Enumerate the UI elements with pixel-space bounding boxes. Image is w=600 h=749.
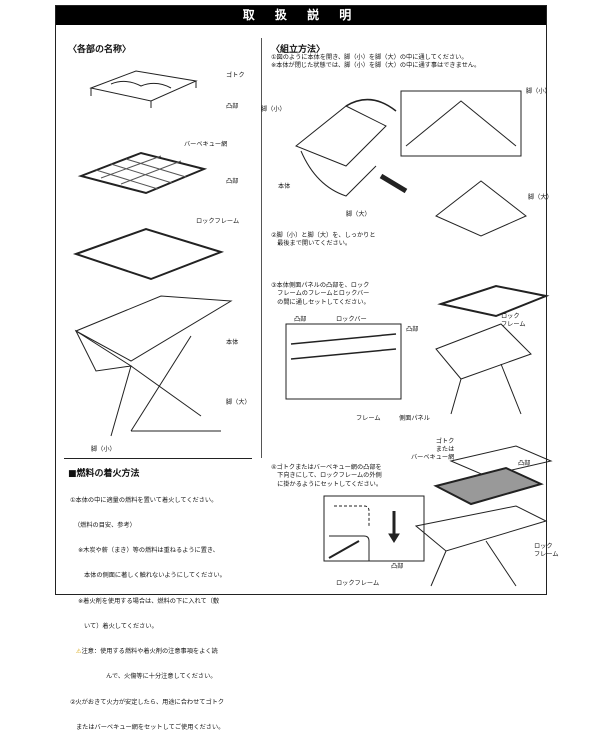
fuel-line: 注意：使用する燃料や着火剤の注意事項をよく読: [81, 648, 218, 656]
step4-detail-illustration: [323, 495, 425, 562]
fuel-line: んで、火傷等に十分注意してください。: [106, 673, 217, 681]
step3-label-tobu-2: 凸部: [406, 326, 419, 333]
label-gotoku: ゴトク: [226, 72, 245, 79]
fuel-line: 本体の側面に著しく触れないようにしてください。: [84, 572, 226, 580]
label-body: 本体: [226, 339, 239, 346]
lock-frame-illustration: [72, 227, 225, 281]
fuel-line: またはバーベキュー網をセットしてご使用ください。: [76, 723, 225, 731]
page-title: 取 扱 説 明: [56, 6, 546, 25]
step1-label-leg-large: 脚（大）: [346, 211, 371, 218]
gotoku-illustration: [89, 70, 198, 108]
step1-text: ①図のように本体を開き、脚（小）を脚（大）の中に通してください。 ※本体が閉じた…: [271, 54, 481, 70]
fuel-instructions: ①本体の中に適量の燃料を置いて着火してください。 （燃料の目安、参考） ※木炭や…: [70, 480, 226, 749]
label-tobu: 凸部: [226, 103, 239, 110]
step4-illustration: [414, 445, 553, 587]
body-illustration: [74, 295, 233, 437]
fuel-line: （燃料の目安、参考）: [74, 522, 136, 530]
manual-page: 取 扱 説 明 〈各部の名称〉 ゴトク 凸部 バーベキュー網 凸部 ロックフレー…: [55, 5, 559, 731]
fuel-line: ※着火剤を使用する場合は、燃料の下に入れて（敷: [78, 597, 220, 605]
step4-text: ④ゴトクまたはバーベキュー網の凸部を 下向きにして、ロックフレームの外側 に掛か…: [271, 464, 383, 488]
step4-label-tobu: 凸部: [518, 460, 531, 467]
label-bbq-net: バーベキュー網: [184, 141, 228, 148]
step3-label-lock-frame: ロック フレーム: [501, 313, 526, 328]
step3-label-side-panel: 側面パネル: [399, 415, 430, 422]
step3-text: ③本体側面パネルの凸部を、ロック フレームのフレームとロックバー の間に通しセッ…: [271, 282, 370, 306]
parts-heading: 〈各部の名称〉: [68, 45, 132, 55]
step4-label-gotoku-or-net: ゴトク または バーベキュー網: [411, 438, 455, 461]
assembly-heading: 〈組立方法〉: [271, 45, 326, 55]
step4-label-lock-frame: ロック フレーム: [534, 543, 559, 558]
label-leg-small: 脚（小）: [91, 446, 116, 453]
step3-illustration: [285, 284, 550, 415]
section-divider: [64, 458, 252, 459]
column-divider: [261, 38, 262, 458]
step1-label-body: 本体: [278, 183, 291, 190]
fuel-line: いて）着火してください。: [84, 622, 158, 630]
step3-label-lock-bar: ロックバー: [336, 316, 367, 323]
label-tobu-2: 凸部: [226, 178, 239, 185]
label-leg-large: 脚（大）: [226, 399, 251, 406]
fuel-line: ②火がおきて火力が安定したら、用途に合わせてゴトク: [70, 698, 225, 706]
fuel-line: ①本体の中に適量の燃料を置いて着火してください。: [70, 496, 218, 504]
step1-label-leg-small-2: 脚（小）: [526, 88, 551, 95]
step4-label-lock-frame-detail: ロックフレーム: [336, 580, 380, 587]
label-lock-frame: ロックフレーム: [196, 218, 240, 225]
step3-label-frame: フレーム: [356, 415, 381, 422]
fuel-heading: ■燃料の着火方法: [68, 469, 140, 479]
bbq-net-illustration: [77, 151, 208, 195]
step1-label-leg-large-2: 脚（大）: [528, 194, 553, 201]
step2-text: ②脚（小）と脚（大）を、しっかりと 最後まで開いてください。: [271, 232, 376, 248]
step4-label-tobu-detail: 凸部: [391, 563, 404, 570]
step1-label-leg-small: 脚（小）: [261, 106, 286, 113]
step1-illustration: [295, 90, 527, 237]
fuel-line: ※木炭や薪（まき）等の燃料は重ねるように置き、: [78, 547, 219, 555]
step3-label-tobu: 凸部: [294, 316, 307, 323]
